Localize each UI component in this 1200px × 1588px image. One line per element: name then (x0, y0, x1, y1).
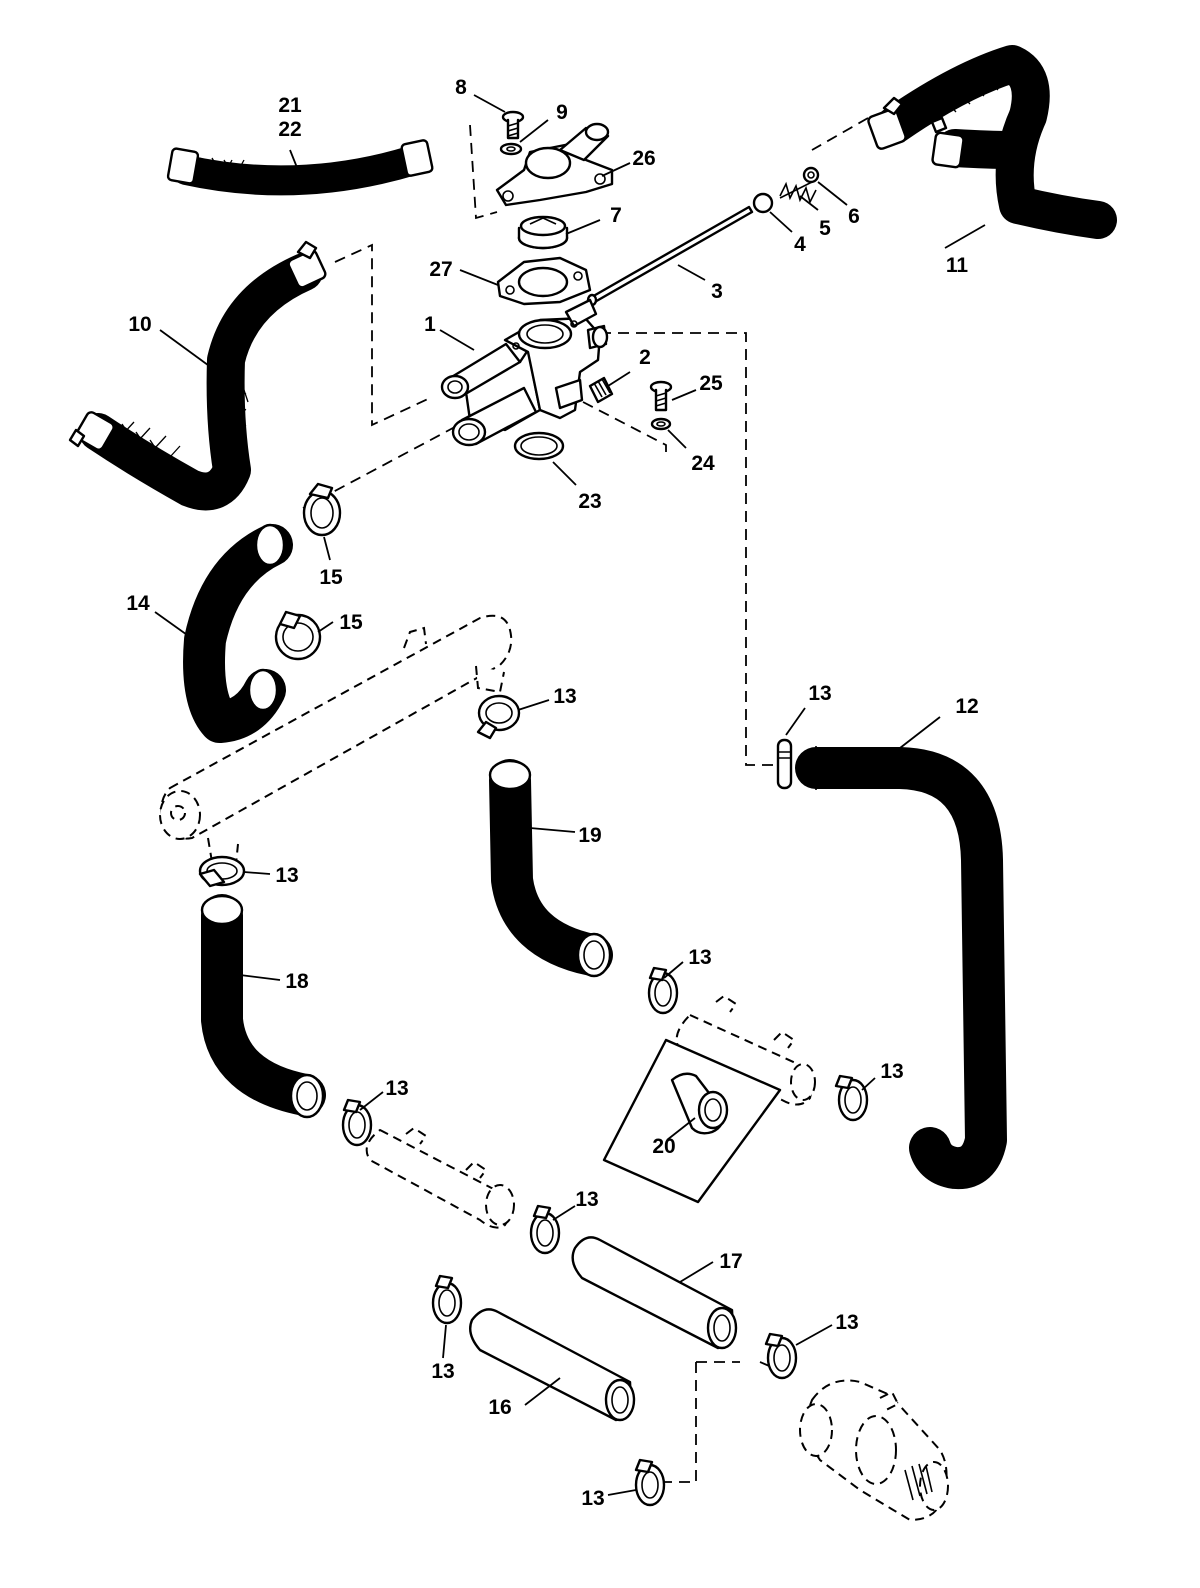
label-13-hose16-left: 13 (431, 1360, 454, 1383)
label-24: 24 (691, 452, 715, 475)
label-6: 6 (848, 205, 860, 228)
hose-clamp-15-upper-icon (302, 482, 342, 537)
label-14: 14 (126, 592, 150, 615)
gasket-27-icon (496, 256, 592, 306)
seawater-pump-icon (799, 1379, 949, 1522)
label-3: 3 (711, 280, 723, 303)
thermostat-housing-1-icon (440, 298, 609, 447)
label-13-cooler-lower-right: 13 (575, 1188, 598, 1211)
hose-clamp-13-hose16-right-icon (634, 1458, 666, 1507)
retainer-6-icon (802, 166, 820, 184)
leader-lines (154, 94, 986, 1496)
thermostat-7-icon (517, 215, 569, 250)
thermostat-cover-26-icon (495, 122, 614, 207)
hose-10-icon (68, 240, 327, 511)
label-23: 23 (578, 490, 601, 513)
label-9: 9 (556, 101, 568, 124)
label-16: 16 (488, 1396, 511, 1419)
label-1: 1 (424, 313, 436, 336)
bolt-25-icon (649, 380, 673, 412)
label-26: 26 (632, 147, 655, 170)
label-18: 18 (285, 970, 309, 993)
label-13-cooler-upper-left: 13 (688, 946, 711, 969)
oil-cooler-lower-icon (365, 1126, 515, 1229)
oil-cooler-upper-icon (675, 994, 816, 1106)
gasket-23-icon (513, 431, 565, 461)
spring-5-icon (779, 181, 817, 205)
label-17: 17 (719, 1250, 742, 1273)
label-10: 10 (128, 313, 151, 336)
label-8: 8 (455, 76, 467, 99)
hose-14-icon (183, 523, 293, 743)
label-2: 2 (639, 346, 651, 369)
label-13-hose16-right: 13 (581, 1487, 604, 1510)
hose-21-22-icon (166, 139, 434, 196)
label-13-cooler-upper-right: 13 (880, 1060, 903, 1083)
hose-clamp-13-cooler-lower-left-icon (341, 1098, 373, 1147)
hose-18-icon (200, 894, 326, 1119)
label-22: 22 (278, 118, 301, 141)
label-25: 25 (699, 372, 723, 395)
label-20: 20 (652, 1135, 675, 1158)
hose-clamp-13-cooler-upper-left-icon (647, 966, 679, 1015)
label-27: 27 (429, 258, 452, 281)
hose-19-icon (488, 759, 613, 978)
bolt-8-icon (501, 110, 525, 140)
label-13-manifold-bottom: 13 (275, 864, 298, 887)
hose-clamp-13-pump-icon (764, 1332, 798, 1380)
part-labels: 8 9 21 22 26 7 27 3 4 5 6 11 10 1 2 25 2… (126, 76, 978, 1510)
hose-clamp-13-cooler-upper-right-icon (834, 1074, 869, 1122)
label-15-lower: 15 (339, 611, 363, 634)
hose-clamp-13-tube-icon (776, 738, 793, 790)
hose-clamp-13-hose16-left-icon (431, 1274, 463, 1325)
label-5: 5 (819, 217, 831, 240)
hose-clamp-13-manifold-top-icon (476, 694, 521, 740)
hose-12-icon (795, 746, 1007, 1190)
hose-clamp-13-manifold-bottom-icon (198, 855, 246, 888)
hose-clamp-13-cooler-lower-right-icon (529, 1204, 561, 1255)
label-11: 11 (946, 254, 969, 277)
label-12: 12 (955, 695, 978, 718)
label-13-tube: 13 (808, 682, 831, 705)
hose-11-icon (867, 45, 1117, 239)
label-13-manifold-top: 13 (553, 685, 576, 708)
plug-2-icon (588, 376, 614, 404)
check-ball-4-icon (752, 192, 774, 214)
hose-17-icon (571, 1236, 738, 1350)
washer-24-icon (650, 417, 672, 431)
label-19: 19 (578, 824, 601, 847)
label-21: 21 (278, 94, 302, 117)
hose-16-icon (469, 1308, 636, 1422)
label-4: 4 (794, 233, 806, 256)
washer-9-icon (499, 142, 523, 156)
label-15-upper: 15 (319, 566, 343, 589)
label-13-pump: 13 (835, 1311, 858, 1334)
label-7: 7 (610, 204, 622, 227)
label-13-cooler-lower-left: 13 (385, 1077, 408, 1100)
hose-clamp-15-lower-icon (274, 610, 322, 661)
